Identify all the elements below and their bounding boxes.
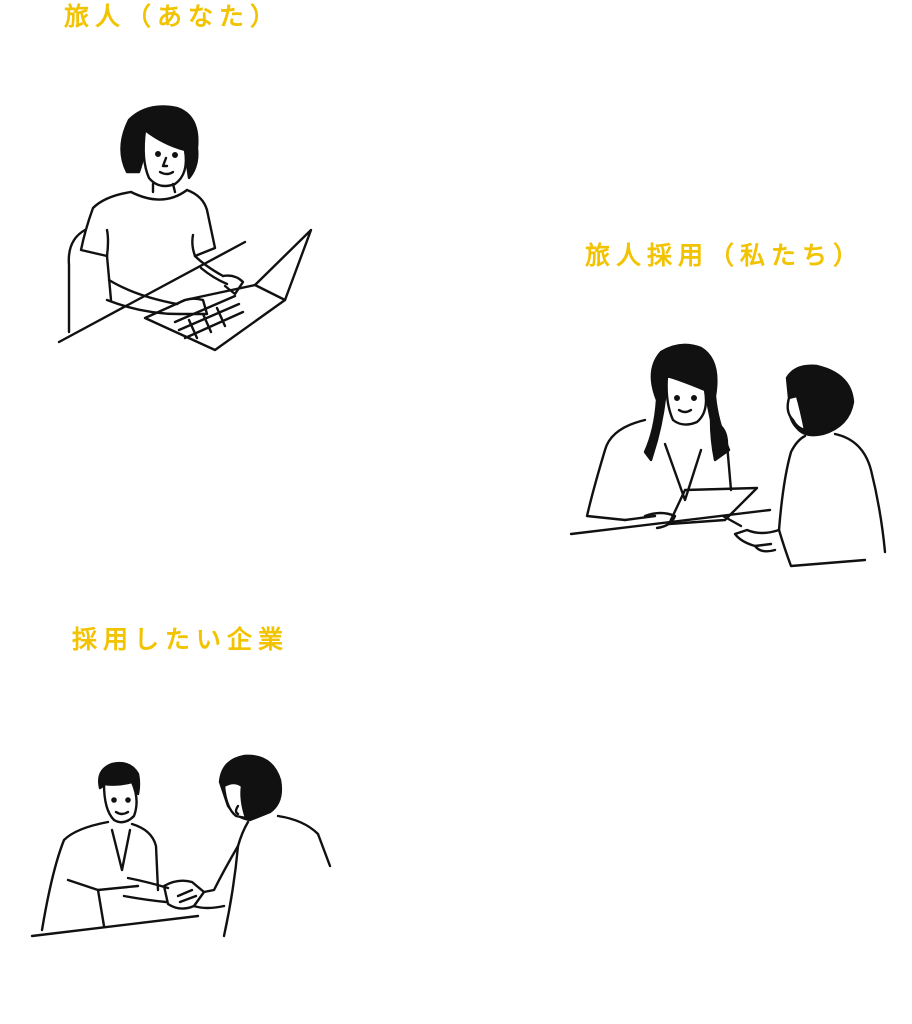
interview-meeting-icon	[569, 343, 887, 568]
label-agency: 旅人採用（私たち）	[585, 241, 865, 270]
woman-typing-on-laptop-icon	[57, 105, 313, 352]
label-company: 採用したい企業	[72, 625, 290, 654]
business-handshake-icon	[30, 754, 332, 938]
label-traveler: 旅人（あなた）	[64, 2, 282, 31]
